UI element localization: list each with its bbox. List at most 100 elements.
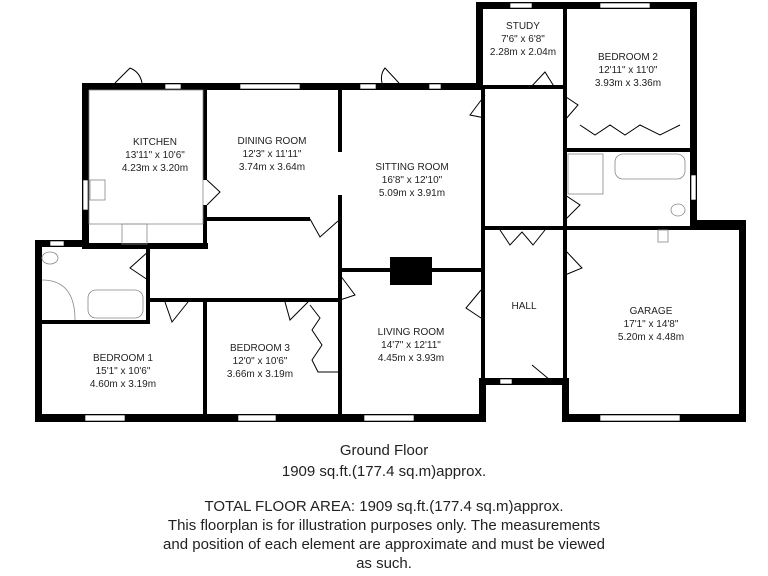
wall: [565, 148, 692, 152]
door: [309, 218, 339, 238]
door: [564, 249, 583, 276]
wall: [35, 240, 42, 422]
fixtures: [41, 89, 686, 321]
room-name: STUDY: [506, 21, 540, 32]
wall: [479, 378, 569, 385]
wall: [562, 378, 569, 422]
wall: [483, 85, 566, 89]
wardrobe: [579, 124, 681, 136]
shower-icon: [567, 153, 604, 195]
wall: [338, 195, 342, 417]
sink-icon: [657, 229, 669, 243]
room-living-room: LIVING ROOM 14'7" x 12'11" 4.45m x 3.93m: [378, 327, 445, 364]
room-name: BEDROOM 1: [93, 353, 153, 364]
sink-icon: [89, 179, 106, 201]
room-dimensions-metric: 3.93m x 3.36m: [595, 78, 661, 89]
room-name: HALL: [511, 301, 536, 312]
disclaimer: TOTAL FLOOR AREA: 1909 sq.ft.(177.4 sq.m…: [0, 497, 768, 573]
room-kitchen: KITCHEN 13'11" x 10'6" 4.23m x 3.20m: [122, 137, 188, 174]
window: [599, 414, 681, 422]
room-dimensions-imperial: 12'11" x 11'0": [599, 65, 658, 76]
floor-area: 1909 sq.ft.(177.4 sq.m)approx.: [281, 463, 487, 480]
window: [690, 174, 697, 201]
wall: [476, 2, 483, 90]
room-dimensions-metric: 3.74m x 3.64m: [239, 162, 305, 173]
floor-plan: KITCHEN 13'11" x 10'6" 4.23m x 3.20m DIN…: [35, 2, 746, 422]
bath-icon: [87, 289, 144, 319]
wall: [38, 320, 150, 324]
room-garage: GARAGE 17'1" x 14'8" 5.20m x 4.48m: [618, 306, 684, 343]
wardrobe: [309, 304, 338, 373]
wall: [563, 88, 567, 378]
room-dimensions-metric: 4.60m x 3.19m: [90, 379, 156, 390]
room-dining-room: DINING ROOM 12'3" x 11'11" 3.74m x 3.64m: [238, 136, 307, 173]
window: [164, 83, 182, 90]
room-name: LIVING ROOM: [378, 327, 445, 338]
room-study: STUDY 7'6" x 6'8" 2.28m x 2.04m: [490, 21, 556, 58]
room-dimensions-imperial: 12'0" x 10'6": [233, 356, 288, 367]
room-dimensions-metric: 4.45m x 3.93m: [378, 353, 444, 364]
disclaimer-line: This floorplan is for illustration purpo…: [167, 517, 601, 534]
wall: [483, 226, 741, 230]
room-bedroom-1: BEDROOM 1 15'1" x 10'6" 4.60m x 3.19m: [90, 353, 156, 390]
wall: [203, 300, 207, 417]
door: [339, 274, 356, 301]
room-name: DINING ROOM: [238, 136, 307, 147]
room-name: SITTING ROOM: [375, 162, 448, 173]
door: [284, 301, 309, 321]
wall: [82, 243, 208, 249]
wall: [481, 88, 485, 378]
window: [499, 378, 513, 385]
wall: [739, 220, 746, 422]
door: [114, 67, 143, 84]
room-hall: HALL: [511, 301, 536, 312]
wall: [82, 83, 89, 248]
wall: [690, 220, 746, 227]
door: [380, 67, 400, 84]
room-dimensions-imperial: 17'1" x 14'8": [624, 319, 679, 330]
window: [82, 179, 89, 211]
room-name: GARAGE: [630, 306, 673, 317]
wall: [476, 2, 697, 9]
room-bedroom-3: BEDROOM 3 12'0" x 10'6" 3.66m x 3.19m: [227, 343, 293, 380]
room-dimensions-imperial: 15'1" x 10'6": [96, 366, 151, 377]
floor-name: Ground Floor: [339, 442, 429, 459]
door: [499, 229, 546, 246]
windows: [49, 2, 697, 422]
room-sitting-room: SITTING ROOM 16'8" x 12'10" 5.09m x 3.91…: [375, 162, 448, 199]
door: [129, 249, 151, 281]
wall: [338, 88, 342, 152]
door: [465, 289, 482, 319]
room-name: BEDROOM 3: [230, 343, 290, 354]
window: [509, 2, 533, 9]
door: [164, 301, 189, 324]
disclaimer-line: as such.: [356, 555, 412, 572]
door: [469, 94, 486, 119]
disclaimer-line: and position of each element are approxi…: [163, 536, 605, 553]
room-dimensions-metric: 4.23m x 3.20m: [122, 163, 188, 174]
room-dimensions-imperial: 13'11" x 10'6": [125, 150, 185, 161]
wall: [146, 245, 150, 323]
room-dimensions-imperial: 7'6" x 6'8": [501, 34, 545, 45]
window: [49, 240, 65, 247]
room-name: BEDROOM 2: [598, 52, 658, 63]
bath-icon: [614, 153, 686, 180]
wall: [203, 205, 207, 245]
wall: [479, 378, 486, 422]
room-dimensions-imperial: 16'8" x 12'10": [382, 175, 443, 186]
door: [529, 71, 556, 89]
room-dimensions-metric: 3.66m x 3.19m: [227, 369, 293, 380]
window: [359, 83, 377, 90]
room-labels: KITCHEN 13'11" x 10'6" 4.23m x 3.20m DIN…: [90, 21, 684, 390]
door: [564, 194, 581, 221]
window: [239, 83, 301, 90]
room-bedroom-2: BEDROOM 2 12'11" x 11'0" 3.93m x 3.36m: [595, 52, 661, 89]
room-dimensions-metric: 2.28m x 2.04m: [490, 47, 556, 58]
room-dimensions-metric: 5.09m x 3.91m: [379, 188, 445, 199]
wall: [203, 88, 207, 180]
toilet-icon: [41, 251, 59, 265]
wall: [563, 5, 567, 90]
window: [599, 2, 651, 9]
wall: [203, 217, 310, 221]
window: [237, 414, 277, 422]
